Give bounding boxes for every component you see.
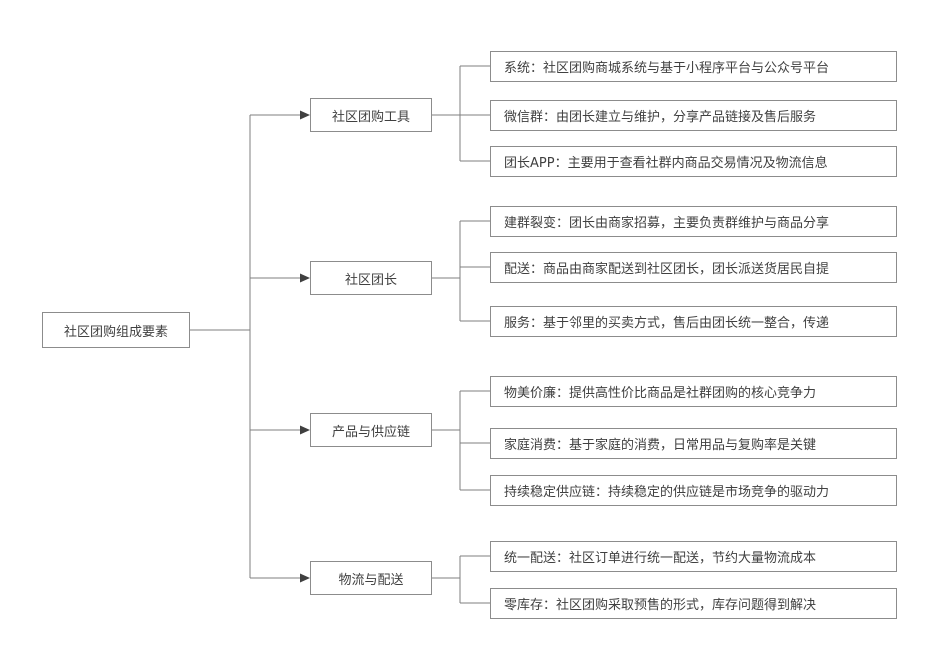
- root-node: 社区团购组成要素: [42, 312, 190, 348]
- leaf-node-text: 持续稳定供应链：持续稳定的供应链是市场竞争的驱动力: [504, 485, 830, 500]
- leaf-node-text: 零库存：社区团购采取预售的形式，库存问题得到解决: [504, 598, 817, 613]
- leaf-node-unified-delivery: 统一配送：社区订单进行统一配送，节约大量物流成本: [490, 541, 897, 572]
- leaf-node-text: 服务：基于邻里的买卖方式，售后由团长统一整合，传递: [504, 316, 830, 331]
- leaf-node-value: 物美价廉：提供高性价比商品是社群团购的核心竞争力: [490, 376, 897, 407]
- branch-node-supply-chain: 产品与供应链: [310, 413, 432, 447]
- branch-node-label: 产品与供应链: [331, 424, 410, 440]
- leaf-node-household: 家庭消费：基于家庭的消费，日常用品与复购率是关键: [490, 428, 897, 459]
- branch-node-label: 社区团购工具: [331, 109, 410, 125]
- leaf-node-group-building: 建群裂变：团长由商家招募，主要负责群维护与商品分享: [490, 206, 897, 237]
- leaf-node-text: 团长APP：主要用于查看社群内商品交易情况及物流信息: [504, 156, 828, 171]
- leaf-node-text: 建群裂变：团长由商家招募，主要负责群维护与商品分享: [504, 216, 830, 231]
- branch-node-logistics: 物流与配送: [310, 561, 432, 595]
- leaf-node-text: 物美价廉：提供高性价比商品是社群团购的核心竞争力: [504, 386, 817, 401]
- leaf-node-text: 配送：商品由商家配送到社区团长，团长派送货居民自提: [504, 262, 830, 277]
- branch2-arrow-icon: [300, 273, 310, 283]
- branch-node-label: 社区团长: [344, 272, 397, 288]
- branch3-arrow-icon: [300, 425, 310, 435]
- leaf-node-wechat-group: 微信群：由团长建立与维护，分享产品链接及售后服务: [490, 100, 897, 131]
- leaf-node-service: 服务：基于邻里的买卖方式，售后由团长统一整合，传递: [490, 306, 897, 337]
- leaf-node-text: 统一配送：社区订单进行统一配送，节约大量物流成本: [504, 551, 817, 566]
- leaf-node-text: 微信群：由团长建立与维护，分享产品链接及售后服务: [504, 110, 817, 125]
- branch4-arrow-icon: [300, 573, 310, 583]
- root-node-label: 社区团购组成要素: [63, 324, 168, 340]
- leaf-node-text: 系统：社区团购商城系统与基于小程序平台与公众号平台: [504, 61, 830, 76]
- leaf-node-stable-supply: 持续稳定供应链：持续稳定的供应链是市场竞争的驱动力: [490, 475, 897, 506]
- leaf-node-delivery: 配送：商品由商家配送到社区团长，团长派送货居民自提: [490, 252, 897, 283]
- branch-node-label: 物流与配送: [338, 572, 404, 588]
- leaf-node-text: 家庭消费：基于家庭的消费，日常用品与复购率是关键: [504, 438, 817, 453]
- leaf-node-system: 系统：社区团购商城系统与基于小程序平台与公众号平台: [490, 51, 897, 82]
- branch1-arrow-icon: [300, 110, 310, 120]
- branch-node-leader: 社区团长: [310, 261, 432, 295]
- branch-node-tools: 社区团购工具: [310, 98, 432, 132]
- leaf-node-leader-app: 团长APP：主要用于查看社群内商品交易情况及物流信息: [490, 146, 897, 177]
- leaf-node-zero-inventory: 零库存：社区团购采取预售的形式，库存问题得到解决: [490, 588, 897, 619]
